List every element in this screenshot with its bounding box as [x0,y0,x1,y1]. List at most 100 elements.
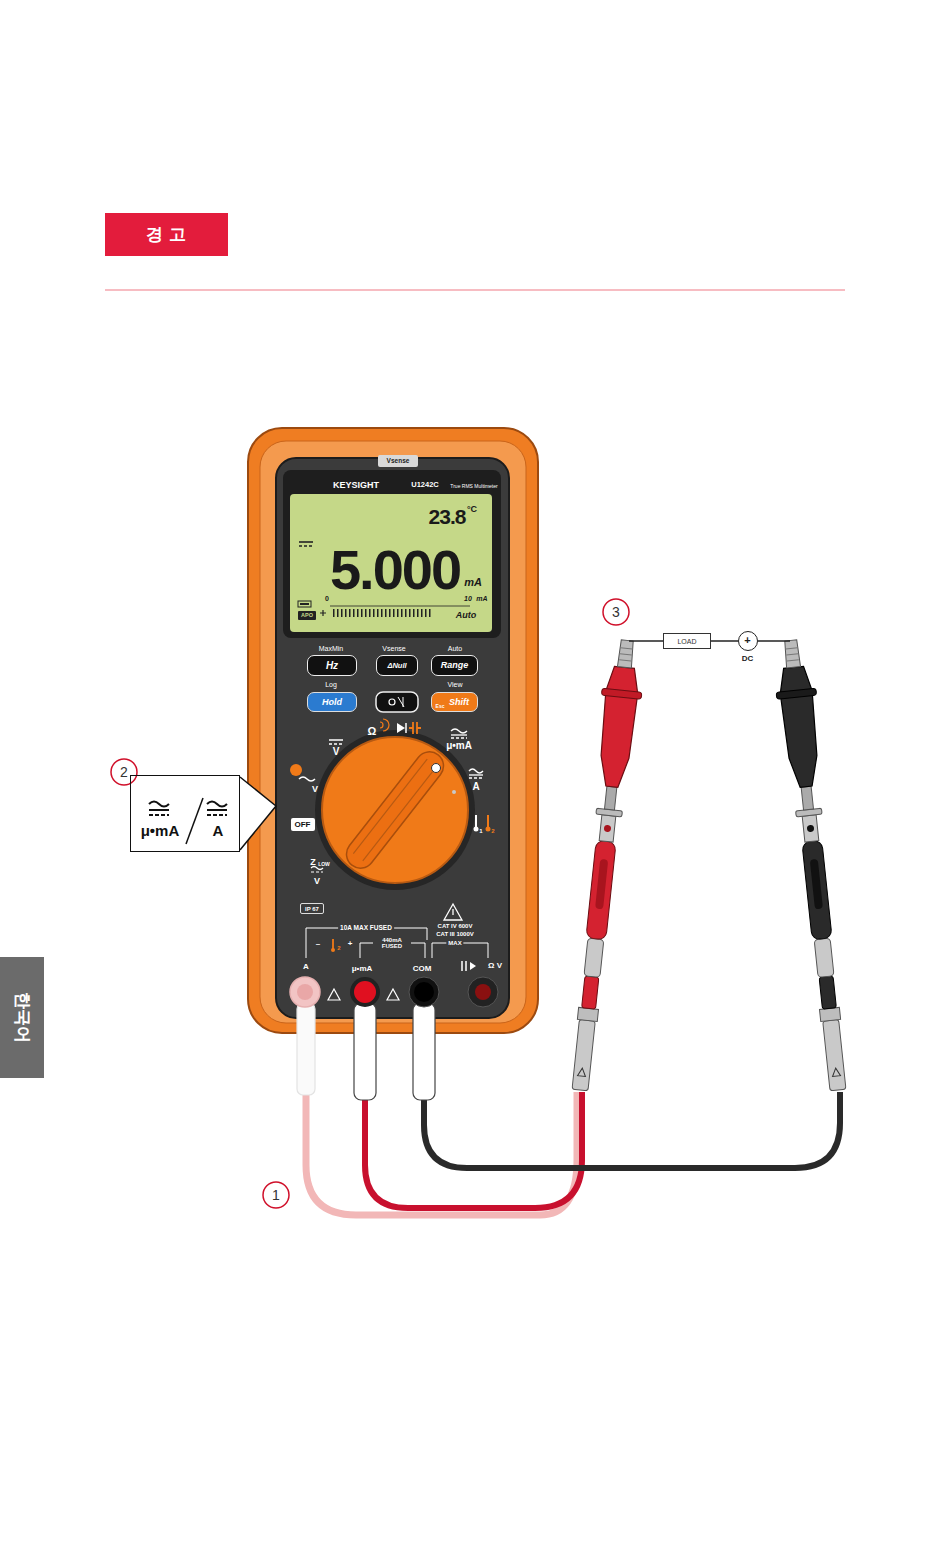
red-lead-wire [365,1092,582,1208]
dc-symbol [149,814,169,816]
callout-number: 1 [272,1188,280,1202]
off-position: OFF [291,818,315,831]
diode-symbol [470,962,476,970]
clip-flange [776,688,817,699]
brand-name: KEYSIGHT [333,481,379,490]
function-label: μ•mA [141,823,180,838]
lcd-glass [290,494,492,632]
polarity-sign: + [348,940,353,948]
dc-symbol [207,809,227,811]
dc-symbol [329,739,343,741]
dial-pointer [432,764,441,773]
probe-body [802,840,832,940]
display-frame [283,470,501,638]
shift-function-label: Log [325,681,337,688]
callout-circle [603,599,629,625]
button-label: Shift [449,697,469,706]
meter-button: Range [431,655,478,676]
thermometer-icon [331,948,335,952]
thermometer-icon [474,827,479,832]
callout-box: μ•mA A [130,775,240,852]
probe-shroud [572,1020,595,1091]
polarity-sign: + [744,635,750,646]
terminal-label: A [303,963,309,971]
safety-rating: CAT III 1000V [436,931,474,937]
ac-symbol [311,867,323,870]
thermometer-icon [475,815,477,827]
com-terminal [409,977,439,1007]
dc-symbol [469,774,483,775]
dc-symbol [451,737,467,738]
button-sublabel: Esc [436,704,445,709]
thermometer-icon [487,815,489,827]
polarity-sign: – [316,940,320,948]
dc-symbol [311,871,323,872]
safety-rating: MAX [446,940,463,946]
bar-graph [333,609,432,617]
terminal-label: Ω V [488,962,502,970]
dial-label: Z [310,858,316,867]
button-label: Hold [322,698,342,707]
callout-number: 2 [120,765,128,779]
backlight-button [376,692,418,712]
clip-jaws [784,640,801,668]
unit-label: °C [467,505,477,514]
circuit-wire [629,640,663,642]
probe-dot [807,825,815,833]
safety-rating: CAT IV 600V [438,923,473,929]
diode-symbol [405,723,407,733]
milliamp-terminal [350,977,380,1007]
ip-rating: IP 67 [305,906,319,912]
probe-mark [832,1068,841,1077]
black-probe [771,638,858,1092]
probe-sleeve [599,815,616,842]
warning-banner: 경 고 [105,213,228,256]
unit-label: mA [464,577,482,588]
clip-flange [601,688,642,699]
ac-symbol [469,769,483,773]
dial-ring [315,730,475,890]
vsense-strip [378,455,418,467]
ac-symbol [451,729,467,733]
probe-rod [801,786,813,810]
clip-teeth [786,648,799,661]
dial-knob [341,746,449,874]
dc-symbol [207,814,227,816]
callout-leader [240,777,276,850]
jack-label: Vsense [387,458,410,465]
probe-rod [605,786,617,810]
language-label: 한국어 [14,992,31,1043]
dial-label: OFF [295,821,311,829]
ac-symbol [149,802,169,807]
black-lead-plug [413,1003,435,1100]
secondary-reading: 23.8 [429,506,466,527]
probe-dot [604,825,612,833]
ip-rating-box: IP 67 [300,903,324,914]
callout-box-ground [130,775,240,852]
amp-terminal [297,984,313,1000]
clip-jaws [617,640,634,668]
apo-indicator: APO [301,613,313,619]
dial-subscript: LOW [318,862,330,867]
sensor-index: 1 [479,828,482,834]
callout-number: 3 [612,605,620,619]
probe-body [586,840,616,940]
dial-label: V [333,747,340,757]
fuse-rating: 440mA FUSED [373,937,411,949]
knob-ridge [353,759,436,861]
button-label: Range [441,661,469,670]
header-rule [105,289,845,291]
red-probe [560,638,647,1092]
terminal-label: μ•mA [352,965,373,973]
dc-source: +DC [738,631,758,651]
function-label: A [213,823,224,838]
dc-symbol [299,541,313,543]
dc-symbol [299,545,313,547]
shift-function-label: MaxMin [319,645,344,652]
language-tab: 한국어 [0,957,44,1078]
dial-label: Ω [368,726,377,737]
meter-bumper [248,428,538,1033]
callout-circle [111,759,137,785]
meter-button: Hold [307,692,357,712]
backlight-icon [398,697,404,707]
